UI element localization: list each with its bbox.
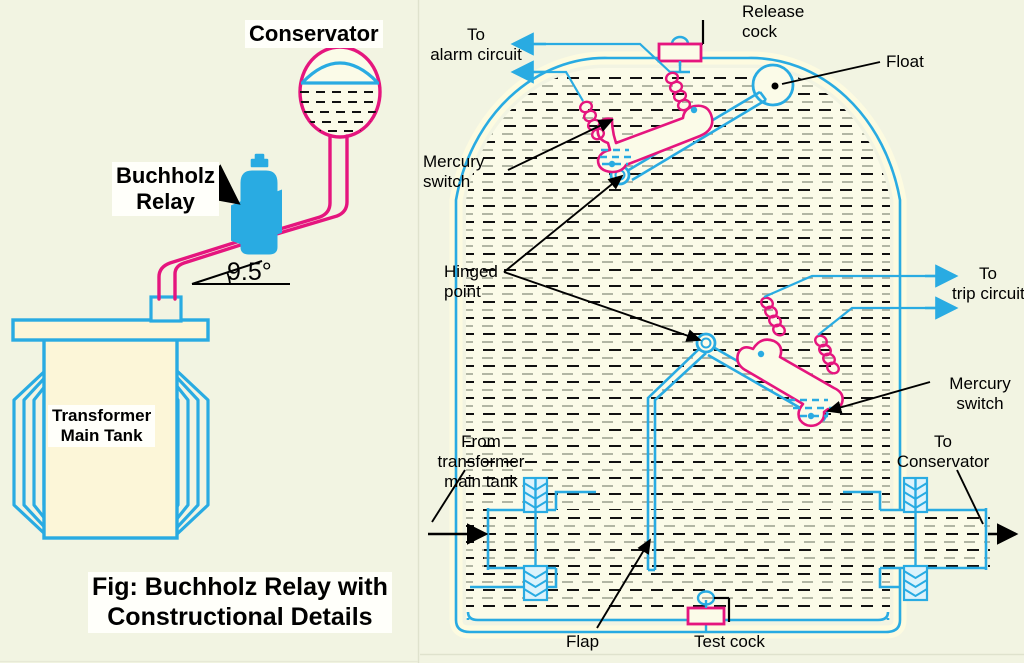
inclination-angle-indicator — [191, 260, 290, 285]
mercury-switch-upper-label-line1: Mercury — [423, 152, 485, 171]
mercury-switch-lower-label-line1: Mercury — [949, 374, 1011, 393]
chamber-bottom — [449, 611, 907, 639]
buchholz-relay-label-line1: Buchholz — [116, 163, 215, 188]
upper-mercury-switch — [532, 42, 714, 174]
inclination-angle-label: 9.5° — [227, 258, 272, 286]
flap-label: Flap — [566, 632, 600, 651]
alarm-circuit-arrows — [510, 32, 546, 84]
figure-caption-line2: Constructional Details — [107, 602, 373, 631]
buchholz-relay-body — [231, 153, 282, 255]
float-label: Float — [886, 52, 924, 71]
to-alarm-circuit-label-line1: To — [467, 25, 485, 44]
release-cock — [657, 20, 705, 74]
to-conservator-label-line2: Conservator — [896, 452, 990, 472]
transformer-main-tank-label-line2: Main Tank — [60, 426, 143, 446]
test-cock — [686, 590, 731, 632]
label-leader-lines — [431, 61, 984, 629]
to-alarm-circuit-label-line2: alarm circuit — [430, 45, 522, 65]
hinged-point-label-line2: point — [444, 282, 481, 302]
to-trip-circuit-label-line2: trip circuit — [952, 284, 1024, 304]
release-cock-label-line1: Release — [742, 2, 805, 21]
hinged-point-label-line1: Hinged — [444, 262, 498, 281]
to-trip-circuit-label-line1: To — [979, 264, 997, 283]
mercury-switch-upper-label-line2: switch — [423, 172, 471, 192]
transformer-main-tank-label-line1: Transformer — [52, 406, 152, 425]
from-transformer-label-line1: From — [461, 432, 501, 451]
from-transformer-label-line3: main tank — [444, 472, 518, 492]
to-conservator-label-line1: To — [934, 432, 952, 451]
figure-caption-line1: Fig: Buchholz Relay with — [92, 573, 388, 601]
mercury-switch-lower-label-line2: switch — [956, 394, 1004, 414]
from-transformer-label-line2: transformer — [437, 452, 525, 472]
release-cock-label-line2: cock — [742, 22, 777, 42]
conservator-label: Conservator — [245, 20, 383, 48]
pipe-flange-bolts — [522, 476, 929, 602]
conservator-vessel — [298, 45, 382, 139]
trip-circuit-arrows — [925, 264, 959, 320]
buchholz-relay-label-line2: Relay — [136, 188, 195, 214]
oil-pipe-run — [157, 134, 349, 301]
lower-mercury-switch — [736, 274, 938, 428]
test-cock-label: Test cock — [694, 632, 765, 651]
